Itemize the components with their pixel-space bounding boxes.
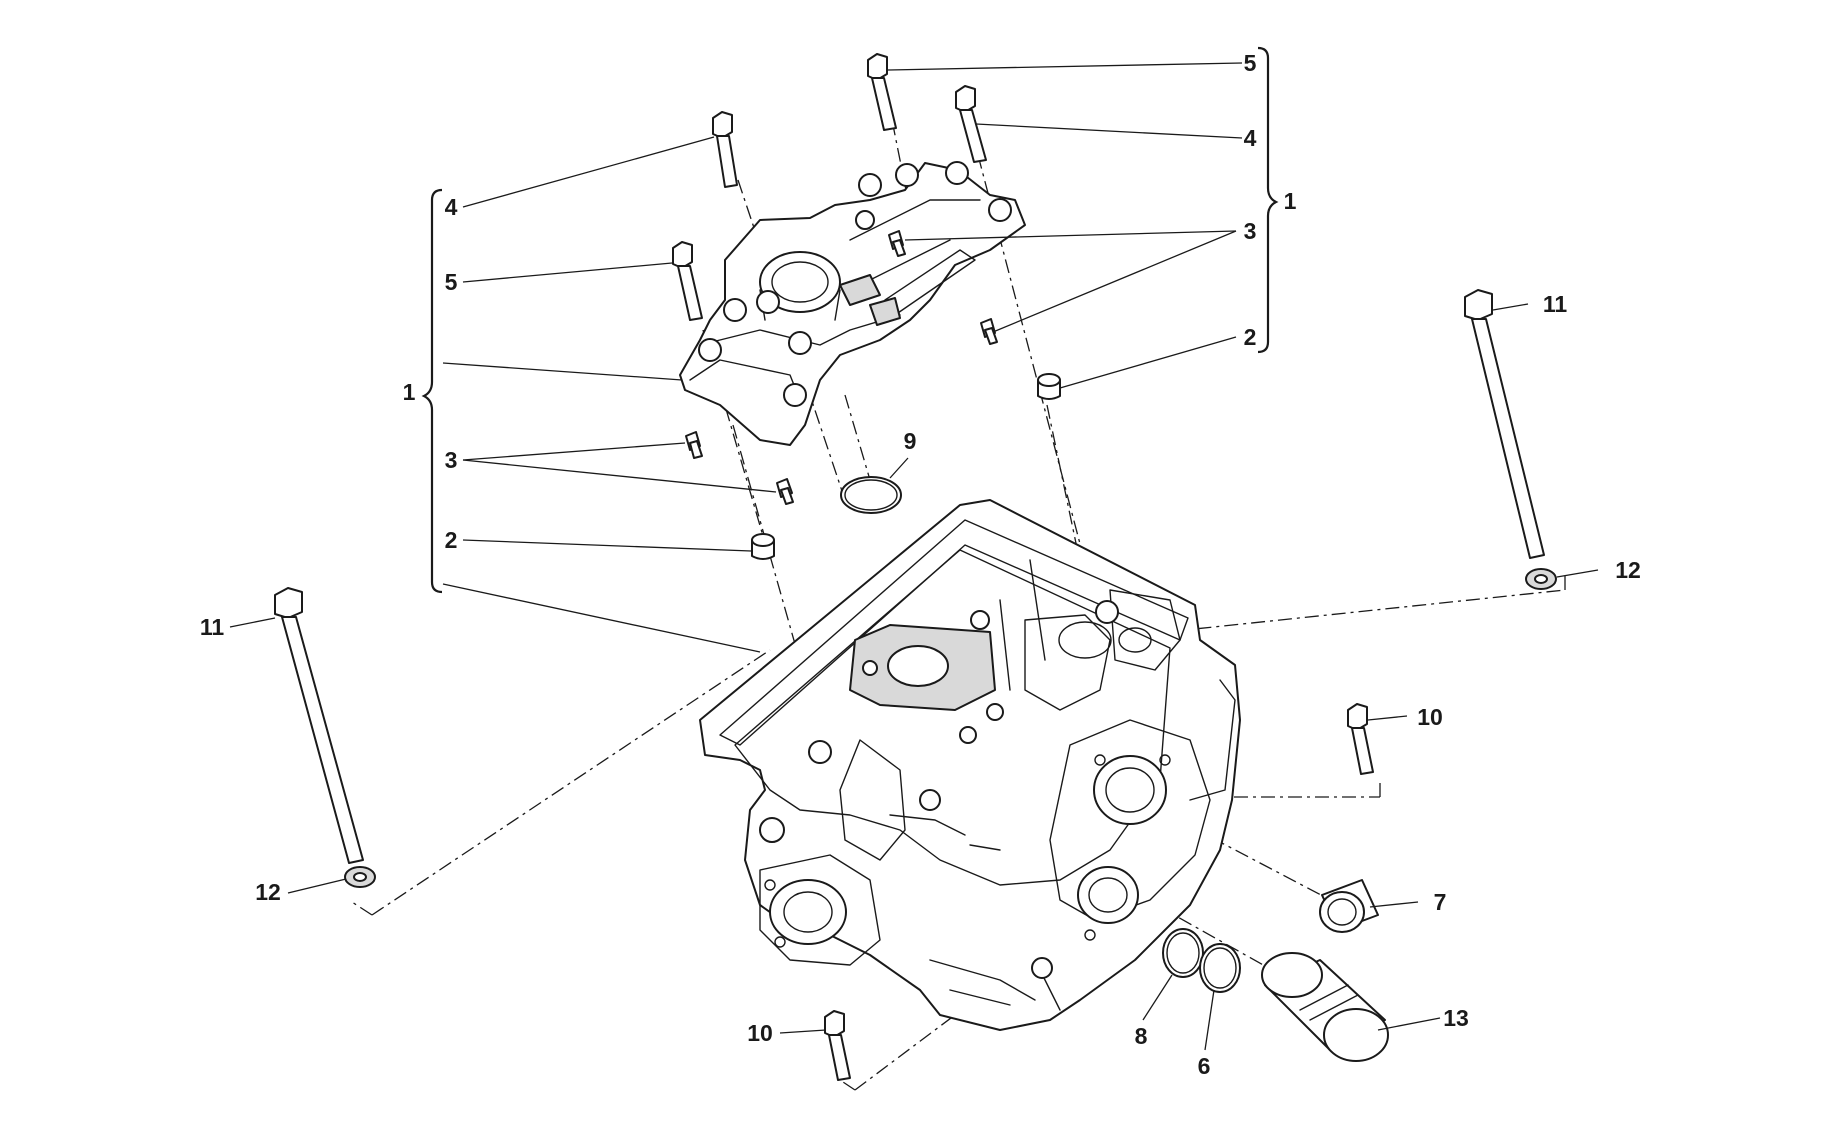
jet-3-d [980,318,998,345]
callout-2-left: 2 [445,527,458,553]
callout-7: 7 [1434,889,1447,915]
camshaft-carrier [679,161,1026,446]
callout-10-bottom: 10 [747,1020,773,1046]
o-ring-9 [840,476,902,514]
washer-12-left [344,866,376,888]
sleeve-13 [1261,952,1389,1062]
bolt-4-right [955,85,987,163]
callout-1-right: 1 [1284,188,1297,214]
o-ring-8 [1162,928,1204,978]
bushing-7 [1319,879,1379,933]
callout-4-left: 4 [445,194,458,220]
dowel-2-right [1037,373,1061,400]
callout-3-left: 3 [445,447,458,473]
bolt-10-right [1347,703,1374,775]
o-ring-6 [1199,943,1241,993]
callout-13: 13 [1443,1005,1469,1031]
jet-3-a [685,431,703,459]
leader-lines [229,62,1599,1051]
stud-11-right [1464,289,1545,559]
cylinder-head [699,499,1241,1031]
callout-4-right: 4 [1244,125,1257,151]
bolt-5-right [867,53,897,131]
callout-11-left: 11 [200,614,225,640]
bolt-10-bottom [824,1010,851,1081]
callout-1-left: 1 [403,379,416,405]
dowel-2-left [751,533,775,560]
bolt-4-left [712,111,738,188]
callout-10-right: 10 [1417,704,1443,730]
jet-3-c [888,230,906,257]
callout-6: 6 [1198,1053,1211,1079]
callout-3-right: 3 [1244,218,1257,244]
callout-12-right: 12 [1615,557,1641,583]
callout-8: 8 [1135,1023,1148,1049]
callout-9: 9 [904,428,917,454]
bolt-5-left [672,241,703,321]
callout-12-left: 12 [255,879,281,905]
callout-2-right: 2 [1244,324,1257,350]
callout-5-left: 5 [445,269,458,295]
callout-labels: 4 5 1 3 2 5 4 1 3 2 9 11 11 12 12 10 10 … [200,50,1641,1079]
callout-5-right: 5 [1244,50,1257,76]
stud-11-left [274,587,364,864]
callout-11-right: 11 [1543,291,1568,317]
jet-3-b [776,478,794,505]
brace-right [1257,46,1279,354]
washer-12-right [1525,568,1557,590]
brace-left [421,188,443,594]
